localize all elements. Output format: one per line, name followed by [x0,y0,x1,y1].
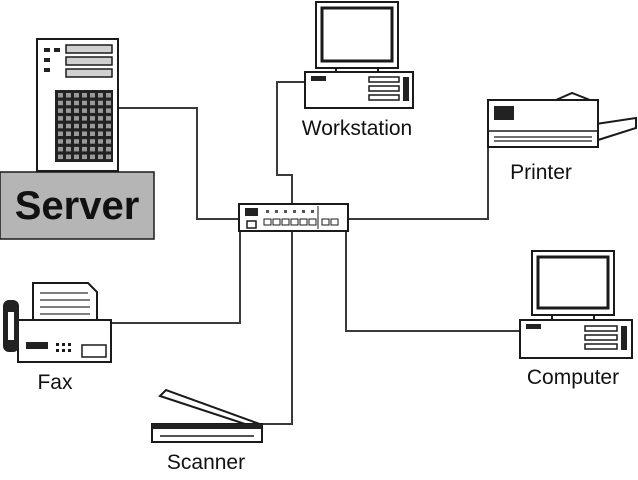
fax-machine-icon [3,282,112,363]
server-vent-cell [98,93,103,98]
server-vent-cell [90,131,95,136]
fax-node: Fax [3,282,112,394]
server-vent-cell [98,154,103,160]
server-vent-cell [82,131,87,136]
server-vent-cell [90,108,95,113]
printer-icon [487,91,637,148]
server-tower-icon [36,38,119,172]
server-vent-cell [74,116,79,121]
server-vent-cell [82,139,87,144]
connector-computer-hub [345,230,520,332]
server-vent-cell [58,146,63,152]
server-vent-cell [106,154,111,160]
server-vent-cell [90,100,95,106]
server-vent-cell [90,93,95,98]
server-vent-cell [98,100,103,106]
server-vent-cell [106,123,111,129]
network-hub-icon [238,203,349,232]
server-vent-cell [66,139,71,144]
server-label: Server [15,184,140,228]
server-label-box [0,171,155,240]
server-vent-cell [74,93,79,98]
connector-fax-hub [111,230,241,324]
server-vent-cell [98,131,103,136]
server-vent-cell [74,108,79,113]
computer-label: Computer [527,366,619,389]
desktop-computer-icon [304,1,414,109]
server-vent-cell [66,146,71,152]
server-vent-cell [106,146,111,152]
connector-printer-hub [349,147,489,220]
server-vent-cell [66,93,71,98]
server-vent-cell [106,139,111,144]
server-vent-cell [74,146,79,152]
server-vent-cell [90,146,95,152]
server-vent-cell [74,100,79,106]
server-vent-cell [98,116,103,121]
connector-workstation-hub [276,81,305,205]
server-vent-cell [66,116,71,121]
server-vent-cell [58,131,63,136]
server-vent-cell [98,123,103,129]
server-vent-cell [90,139,95,144]
server-vent-cell [82,123,87,129]
server-vent-cell [58,123,63,129]
printer-node: Printer [487,91,637,184]
server-vent-cell [82,116,87,121]
server-vent-cell [98,108,103,113]
server-vent-cell [66,123,71,129]
server-vent-cell [106,93,111,98]
server-vent-cell [58,116,63,121]
server-vent-cell [74,139,79,144]
server-vent-cell [82,154,87,160]
server-vent-cell [106,100,111,106]
server-vent-cell [82,108,87,113]
server-vent-cell [74,131,79,136]
connections [111,81,520,425]
server-vent-cell [58,154,63,160]
server-vent-cell [90,123,95,129]
server-vent-cell [66,131,71,136]
flatbed-scanner-icon [151,388,263,443]
fax-label: Fax [37,371,73,394]
server-vent-cell [82,100,87,106]
server-vent-cell [82,93,87,98]
server-vent-cell [106,116,111,121]
server-vent-cell [106,108,111,113]
connector-server-hub [118,107,240,220]
server-vent-cell [58,108,63,113]
server-vent-cell [98,146,103,152]
computer-node: Computer [519,250,633,389]
server-vent-cell [90,116,95,121]
server-vent-cell [106,131,111,136]
server-vent-cell [90,154,95,160]
server-vent-cell [58,93,63,98]
workstation-node: Workstation [302,1,414,140]
workstation-label: Workstation [302,117,413,140]
server-vent-cell [74,123,79,129]
connector-scanner-hub [262,230,293,425]
server-node: Server [0,38,155,240]
server-vent-cell [66,100,71,106]
server-vent-cell [66,108,71,113]
server-vent-cell [58,100,63,106]
server-vent-cell [66,154,71,160]
scanner-node: Scanner [151,388,263,474]
server-vent-cell [58,139,63,144]
server-vent-cell [82,146,87,152]
desktop-computer-icon [519,250,633,359]
server-vent-cell [74,154,79,160]
server-vent-cell [98,139,103,144]
printer-label: Printer [510,161,572,184]
scanner-label: Scanner [167,451,245,474]
